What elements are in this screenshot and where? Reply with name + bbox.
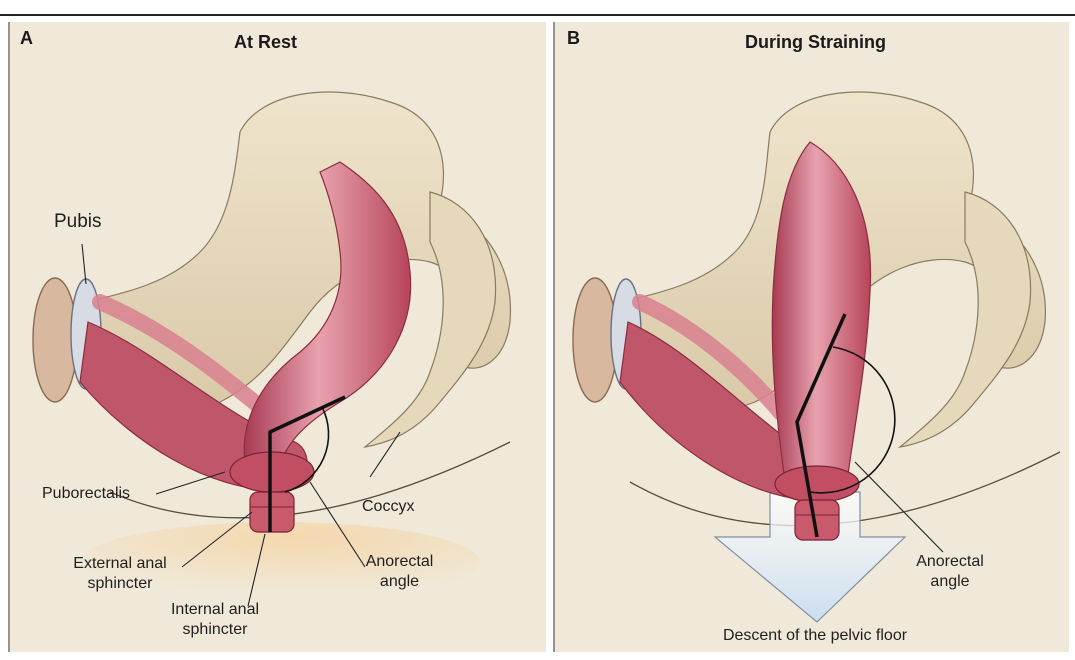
label-anorectal-b-line2: angle — [900, 572, 1000, 592]
panel-a-letter: A — [20, 28, 33, 49]
label-puborectalis: Puborectalis — [42, 484, 130, 504]
label-external-line2: sphincter — [60, 574, 180, 594]
label-descent-pelvic-floor: Descent of the pelvic floor — [675, 626, 955, 646]
panel-a-title: At Rest — [234, 32, 297, 53]
panel-b-title: During Straining — [745, 32, 886, 53]
label-anorectal-angle-b: Anorectal angle — [900, 552, 1000, 592]
label-internal-line2: sphincter — [155, 620, 275, 640]
label-external-line1: External anal — [60, 554, 180, 574]
top-rule — [0, 14, 1075, 16]
anal-sphincter — [250, 492, 294, 532]
label-internal-line1: Internal anal — [155, 600, 275, 620]
label-anorectal-angle-a: Anorectal angle — [352, 552, 447, 592]
label-anorectal-a-line2: angle — [352, 572, 447, 592]
puborectalis-sling-b — [775, 466, 859, 502]
panel-b-letter: B — [567, 28, 580, 49]
panel-at-rest: A At Rest Pubis Puborectalis Coccyx Exte… — [8, 22, 546, 652]
label-external-anal-sphincter: External anal sphincter — [60, 554, 180, 594]
puborectalis-sling — [230, 452, 314, 492]
label-internal-anal-sphincter: Internal anal sphincter — [155, 600, 275, 640]
label-anorectal-a-line1: Anorectal — [352, 552, 447, 572]
label-anorectal-b-line1: Anorectal — [900, 552, 1000, 572]
panel-during-straining: B During Straining Anorectal angle Desce… — [553, 22, 1069, 652]
label-coccyx: Coccyx — [362, 497, 414, 517]
label-pubis: Pubis — [54, 212, 102, 232]
